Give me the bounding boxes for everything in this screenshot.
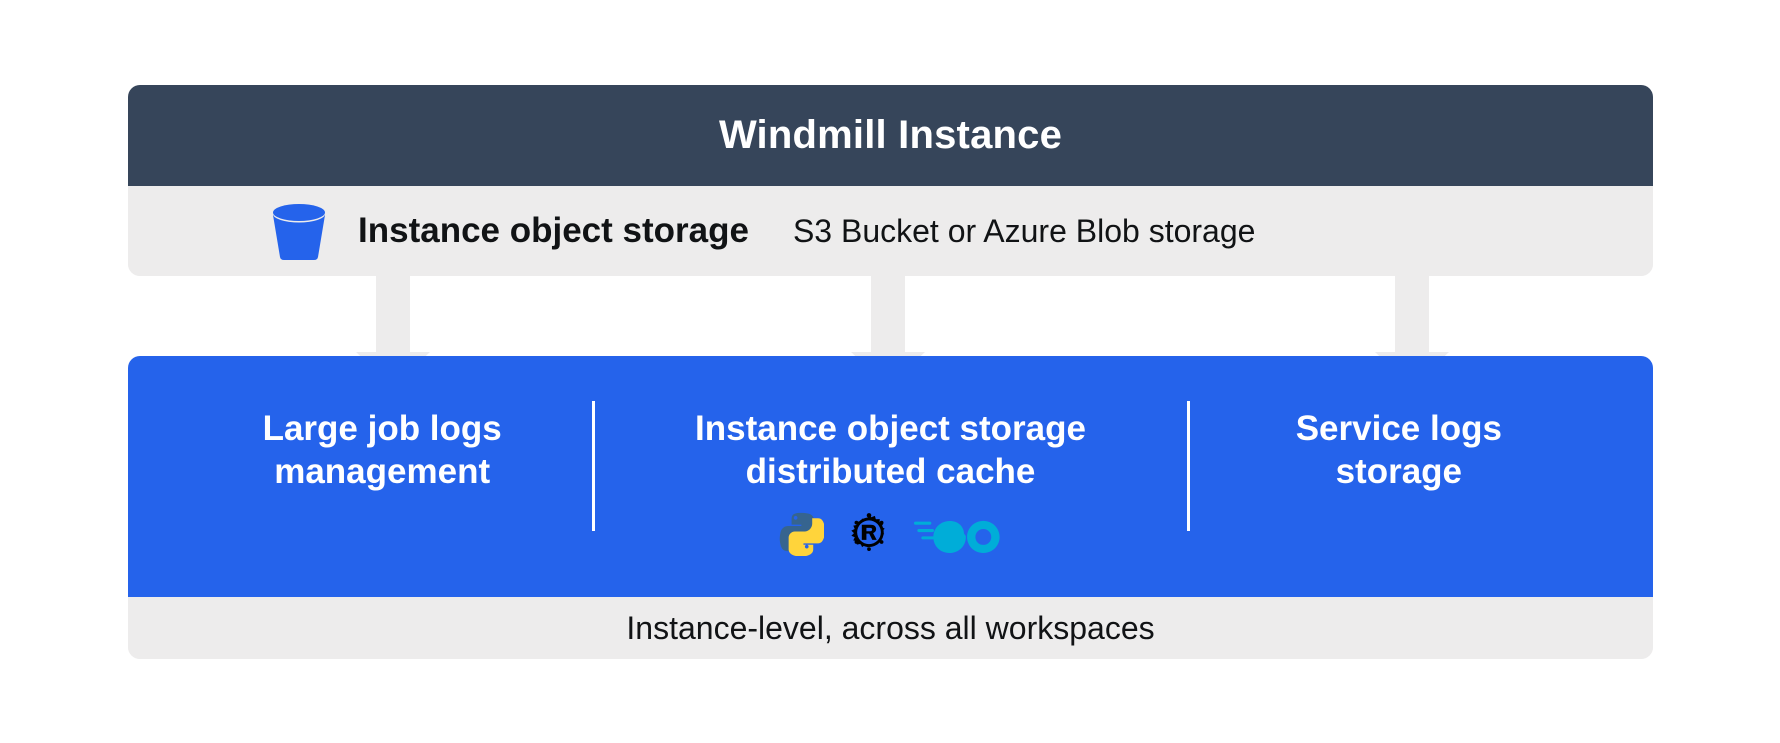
- arrow-shaft: [376, 276, 410, 352]
- instance-scope-footer: Instance-level, across all workspaces: [128, 597, 1653, 659]
- feature-service-logs-storage: Service logs storage: [1145, 356, 1653, 597]
- feature-title: Large job logs management: [262, 409, 502, 491]
- page-title: Windmill Instance: [718, 113, 1063, 157]
- instance-object-storage-row: Instance object storage S3 Bucket or Azu…: [128, 186, 1653, 276]
- s3-bucket-icon: [273, 204, 325, 260]
- feature-large-job-logs-management: Large job logs management: [128, 356, 636, 597]
- features-panel: Large job logs management Instance objec…: [128, 356, 1653, 597]
- windmill-instance-block: Windmill Instance Instance object storag…: [128, 85, 1653, 276]
- column-divider: [1187, 401, 1190, 531]
- column-divider: [592, 401, 595, 531]
- go-logo: [914, 521, 1001, 554]
- instance-features-block: Large job logs management Instance objec…: [128, 356, 1653, 659]
- rust-logo: [851, 513, 886, 552]
- arrow-shaft: [871, 276, 905, 352]
- arrow-shaft: [1395, 276, 1429, 352]
- python-logo: [780, 513, 825, 557]
- language-logos: [778, 510, 1002, 557]
- feature-instance-object-storage-distributed-cache: Instance object storage distributed cach…: [636, 356, 1144, 597]
- instance-object-storage-sublabel: S3 Bucket or Azure Blob storage: [792, 212, 1256, 249]
- feature-title: Instance object storage distributed cach…: [695, 409, 1086, 491]
- instance-object-storage-label: Instance object storage: [358, 211, 749, 250]
- feature-title: Service logs storage: [1295, 409, 1502, 491]
- instance-header: Windmill Instance: [128, 85, 1653, 186]
- footer-label: Instance-level, across all workspaces: [626, 609, 1155, 646]
